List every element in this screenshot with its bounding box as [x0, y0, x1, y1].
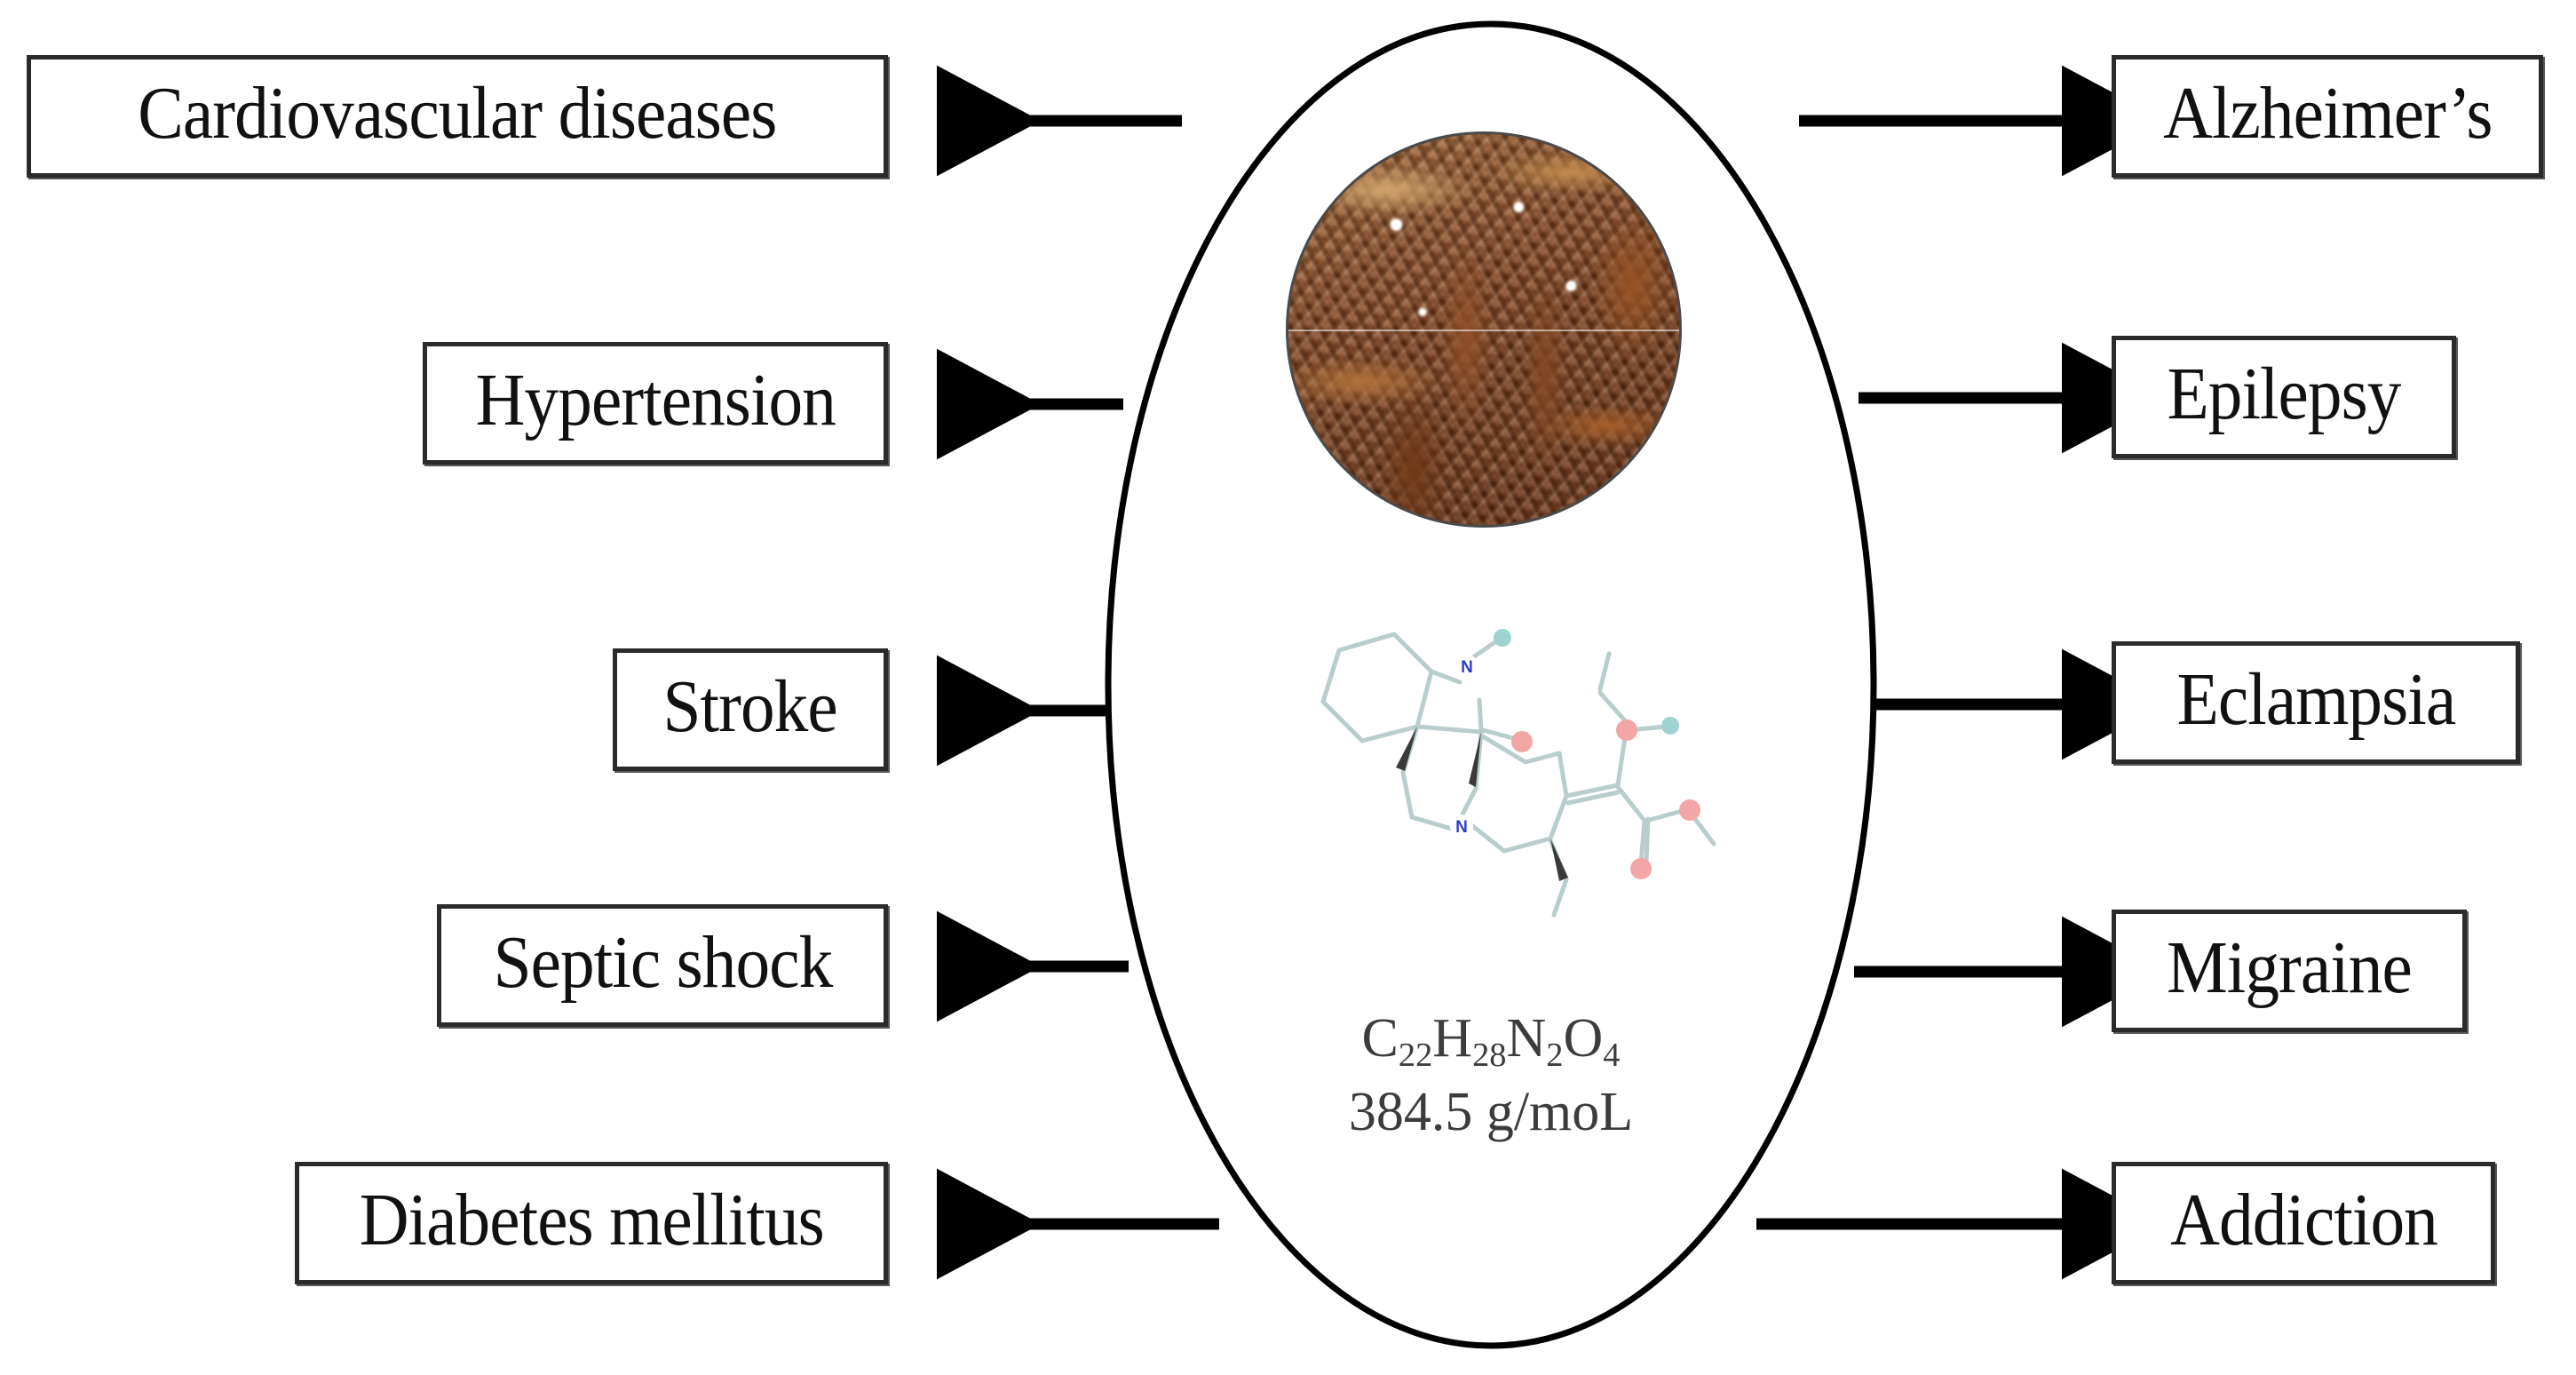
box-label: Addiction — [2169, 1179, 2438, 1261]
molecular-structure-image: N N — [1270, 597, 1732, 988]
plant-material-photo — [1286, 131, 1682, 528]
box-label: Alzheimer’s — [2162, 72, 2493, 155]
box-label: Stroke — [662, 665, 838, 748]
molecule-skeletal-svg: N N — [1320, 629, 1716, 918]
molecular-weight: 384.5 g/moL — [1348, 1081, 1634, 1142]
box-cardiovascular-diseases[interactable]: Cardiovascular diseases — [27, 55, 888, 178]
molecular-formula: C22H28N2O4 — [1361, 1008, 1621, 1074]
box-label: Septic shock — [493, 921, 833, 1004]
box-hypertension[interactable]: Hypertension — [423, 342, 888, 465]
box-migraine[interactable]: Migraine — [2112, 910, 2467, 1032]
box-diabetes-mellitus[interactable]: Diabetes mellitus — [295, 1162, 888, 1284]
svg-text:N: N — [1461, 658, 1473, 677]
box-septic-shock[interactable]: Septic shock — [437, 904, 888, 1027]
box-alzheimers[interactable]: Alzheimer’s — [2112, 55, 2543, 178]
box-label: Diabetes mellitus — [359, 1179, 824, 1261]
box-label: Hypertension — [475, 359, 836, 441]
box-epilepsy[interactable]: Epilepsy — [2112, 336, 2456, 458]
box-label: Eclampsia — [2176, 658, 2456, 741]
box-label: Cardiovascular diseases — [138, 72, 777, 155]
molecule-caption: C22H28N2O4 384.5 g/moL — [1108, 1004, 1874, 1148]
svg-text:N: N — [1455, 818, 1468, 837]
photo-seam-line — [1288, 330, 1679, 331]
box-label: Epilepsy — [2167, 353, 2401, 435]
box-addiction[interactable]: Addiction — [2112, 1162, 2495, 1284]
box-stroke[interactable]: Stroke — [613, 648, 888, 771]
box-eclampsia[interactable]: Eclampsia — [2112, 641, 2520, 764]
box-label: Migraine — [2167, 926, 2413, 1009]
